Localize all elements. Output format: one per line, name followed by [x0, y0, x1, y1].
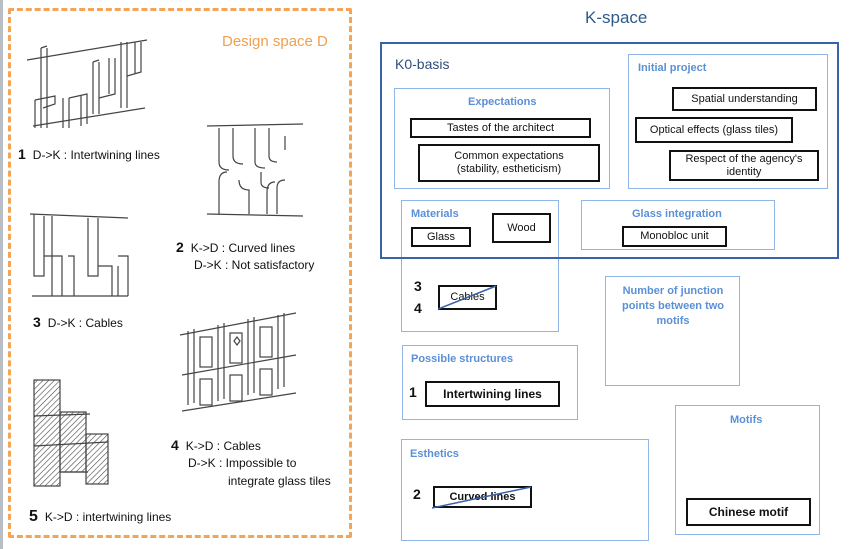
- design-item-text: K->D : Curved lines: [190, 241, 296, 255]
- design-item-number: 1: [18, 146, 26, 162]
- design-space-title: Design space D: [222, 33, 328, 50]
- design-item-number: 2: [176, 239, 184, 255]
- sketch-cables-grid: [179, 312, 297, 412]
- monobloc-unit-box: Monobloc unit: [622, 226, 727, 247]
- sketch-curved-lines: [206, 123, 304, 217]
- glass-label: Glass: [426, 230, 456, 243]
- k0-basis-title: K0-basis: [395, 56, 450, 72]
- materials-number-3: 3: [414, 278, 422, 294]
- possible-structures-title: Possible structures: [411, 353, 514, 365]
- monobloc-unit-label: Monobloc unit: [640, 230, 709, 242]
- intertwining-lines-box: Intertwining lines: [425, 381, 560, 407]
- spatial-understanding-box: Spatial understanding: [672, 87, 817, 111]
- cables-crossed-box: Cables: [438, 285, 497, 310]
- materials-box: [401, 200, 559, 332]
- optical-effects-label: Optical effects (glass tiles): [649, 123, 779, 136]
- respect-agency-identity-box: Respect of the agency's identity: [669, 150, 819, 181]
- expectations-title: Expectations: [468, 96, 537, 108]
- tastes-of-architect-box: Tastes of the architect: [410, 118, 591, 138]
- design-item-4-caption: 4 K->D : Cables: [171, 437, 261, 454]
- glass-box: Glass: [411, 227, 471, 247]
- design-space-panel: [8, 8, 352, 538]
- wood-label: Wood: [507, 221, 536, 234]
- glass-integration-box: [581, 200, 775, 250]
- page-edge-divider: [0, 0, 3, 549]
- junction-points-title: Number of junction points between two mo…: [621, 285, 725, 327]
- design-item-text: D->K : Cables: [47, 316, 123, 330]
- initial-project-title: Initial project: [638, 62, 707, 74]
- chinese-motif-label: Chinese motif: [708, 504, 789, 519]
- design-item-4-caption-line3: integrate glass tiles: [228, 474, 331, 488]
- common-expectations-label: Common expectations: [454, 150, 564, 162]
- wood-box: Wood: [492, 213, 551, 243]
- motifs-box: [675, 405, 820, 535]
- expectations-box: [394, 88, 610, 189]
- design-item-4-caption-line2: D->K : Impossible to: [188, 456, 297, 470]
- k0-basis-box: [380, 42, 839, 259]
- design-item-2-caption: 2 K->D : Curved lines: [176, 239, 295, 256]
- common-expectations-detail: (stability, estheticism): [456, 163, 562, 175]
- cables-label: Cables: [450, 291, 485, 303]
- design-item-text: K->D : Cables: [185, 439, 261, 453]
- curved-lines-label: Curved lines: [449, 490, 516, 503]
- esthetics-title: Esthetics: [410, 448, 459, 460]
- possible-structures-box: [402, 345, 578, 420]
- sketch-cables: [29, 213, 129, 297]
- identity-label: identity: [726, 165, 762, 178]
- spatial-understanding-label: Spatial understanding: [691, 92, 798, 105]
- materials-title: Materials: [411, 208, 459, 220]
- sketch-intertwining-lines: [26, 39, 148, 128]
- design-item-3-caption: 3 D->K : Cables: [33, 314, 123, 331]
- sketch-hatched-intertwining: [33, 379, 109, 487]
- k-space-title: K-space: [585, 8, 648, 27]
- initial-project-box: [628, 54, 828, 189]
- design-item-text: D->K : Intertwining lines: [32, 148, 160, 162]
- design-item-2-caption-line2: D->K : Not satisfactory: [194, 258, 315, 272]
- design-item-number: 4: [171, 437, 179, 453]
- optical-effects-box: Optical effects (glass tiles): [635, 117, 793, 143]
- materials-number-4: 4: [414, 300, 422, 316]
- design-item-5-caption: 5 K->D : intertwining lines: [29, 509, 171, 525]
- junction-points-box: [605, 276, 740, 386]
- esthetics-number: 2: [413, 486, 421, 502]
- esthetics-box: [401, 439, 649, 541]
- possible-structures-number: 1: [409, 384, 417, 400]
- motifs-title: Motifs: [730, 414, 763, 426]
- intertwining-lines-label: Intertwining lines: [443, 386, 542, 401]
- design-item-text: K->D : intertwining lines: [44, 510, 172, 524]
- glass-integration-title: Glass integration: [632, 208, 722, 220]
- tastes-of-architect-label: Tastes of the architect: [447, 121, 554, 134]
- design-item-number: 5: [29, 508, 38, 525]
- chinese-motif-box: Chinese motif: [686, 498, 811, 526]
- respect-agency-label: Respect of the agency's: [685, 152, 803, 165]
- design-item-1-caption: 1 D->K : Intertwining lines: [18, 146, 160, 163]
- curved-lines-crossed-box: Curved lines: [433, 486, 532, 508]
- design-item-number: 3: [33, 314, 41, 330]
- common-expectations-box: Common expectations (stability, esthetic…: [418, 144, 600, 182]
